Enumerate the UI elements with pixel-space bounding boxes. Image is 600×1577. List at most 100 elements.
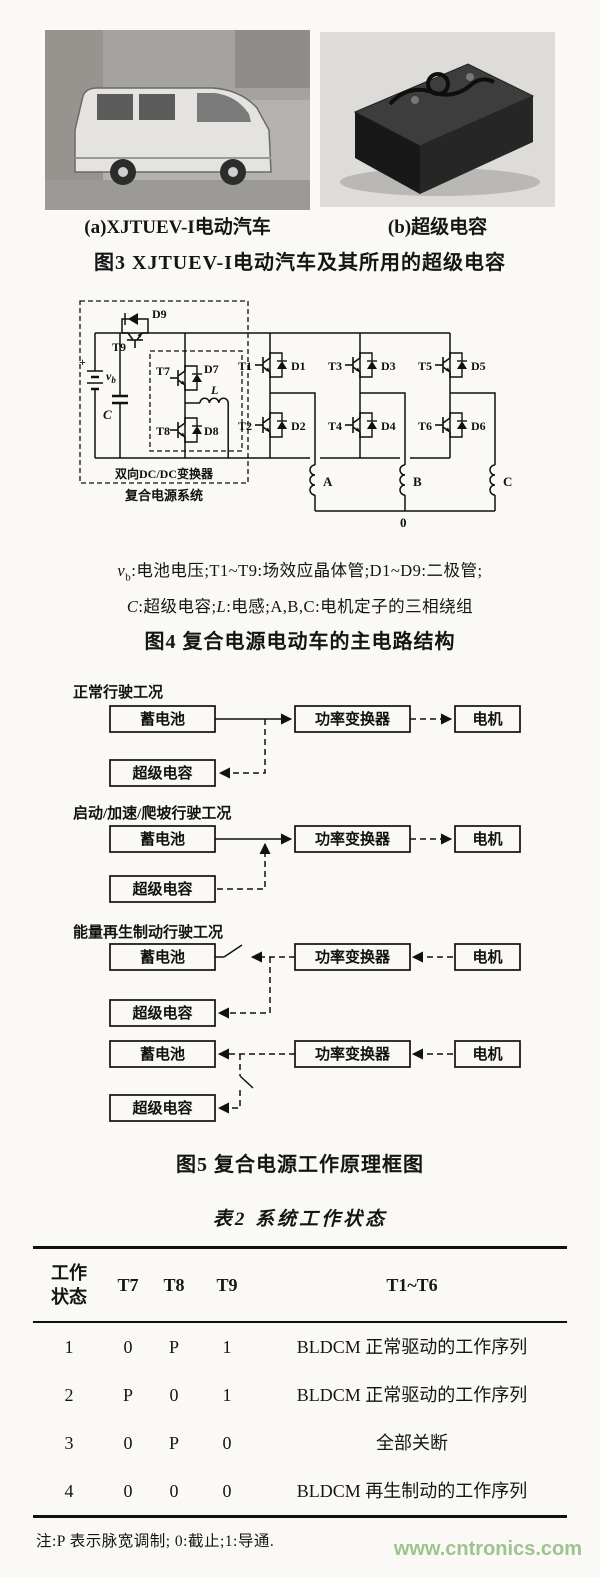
converter-label-2: 功率变换器 xyxy=(315,830,391,848)
table-row: 3 0 P 0 全部关断 xyxy=(64,1433,449,1453)
figure4-legend-line1: vb:电池电压;T1~T9:场效应晶体管;D1~D9:二极管; xyxy=(117,561,483,584)
photo-ev-van xyxy=(45,30,310,210)
battery-label-2: 蓄电池 xyxy=(140,830,185,848)
supercap-box-3a xyxy=(109,999,216,1027)
battery-label-3b: 蓄电池 xyxy=(140,1045,185,1063)
watermark: www.cntronics.com xyxy=(393,1538,582,1560)
label-t2: T2 xyxy=(238,419,252,433)
label-t5: T5 xyxy=(418,359,432,373)
converter-label-3b: 功率变换器 xyxy=(315,1045,391,1063)
label-d2: D2 xyxy=(291,419,306,433)
col-header-t1t6: T1~T6 xyxy=(257,1247,567,1323)
label-phase-c: C xyxy=(503,474,512,489)
arrow-charge-supercap-1 xyxy=(218,719,266,779)
battery-box-2 xyxy=(109,825,216,853)
converter-label-3a: 功率变换器 xyxy=(315,948,391,966)
circuit-wires xyxy=(87,313,496,512)
table-row: 4 0 0 0 BLDCM 再生制动的工作序列 xyxy=(64,1481,528,1501)
label-d8: D8 xyxy=(204,424,219,438)
motor-box-3a xyxy=(454,943,521,971)
supercap-box-2 xyxy=(109,875,216,903)
open-switch-battery-3a xyxy=(215,944,243,958)
circuit-svg: T9 D9 + vb C T7 D7 L T8 D8 双向DC/DC变换器 复合… xyxy=(79,300,512,530)
supercap-box-1 xyxy=(109,759,216,787)
label-t8: T8 xyxy=(156,424,170,438)
table-row: 2 P 0 1 BLDCM 正常驱动的工作序列 xyxy=(64,1385,528,1405)
figure4-caption: 图4 复合电源电动车的主电路结构 xyxy=(144,631,456,653)
label-l: L xyxy=(210,383,218,397)
label-t1: T1 xyxy=(238,359,252,373)
label-c: C xyxy=(103,407,112,422)
motor-box-1 xyxy=(454,705,521,733)
label-t7: T7 xyxy=(156,364,170,378)
supercap-label-1: 超级电容 xyxy=(131,764,192,782)
photo-supercapacitor-image xyxy=(320,32,555,207)
figure3-caption: 图3 XJTUEV-I电动汽车及其所用的超级电容 xyxy=(94,252,506,274)
col-header-t9: T9 xyxy=(197,1247,257,1323)
label-d9: D9 xyxy=(152,307,167,321)
label-t9: T9 xyxy=(112,340,126,354)
supercap-label-2: 超级电容 xyxy=(131,880,192,898)
motor-box-2 xyxy=(454,825,521,853)
converter-box-2 xyxy=(294,825,411,853)
scenario3-label: 能量再生制动行驶工况 xyxy=(73,923,223,941)
photo-ev-van-image xyxy=(45,30,310,210)
motor-label-1: 电机 xyxy=(472,710,502,728)
label-phase-a: A xyxy=(323,474,333,489)
label-dcdc-converter: 双向DC/DC变换器 xyxy=(115,466,214,481)
label-t3: T3 xyxy=(328,359,342,373)
arrow-supercap-discharge-2 xyxy=(217,842,271,890)
table-row: 1 0 P 1 BLDCM 正常驱动的工作序列 xyxy=(64,1337,528,1357)
photo-supercapacitor xyxy=(320,32,555,207)
label-neutral: 0 xyxy=(400,515,407,530)
col-header-state: 工作 状态 xyxy=(33,1247,105,1323)
open-switch-supercap-3b xyxy=(217,1054,254,1114)
figure4-circuit-diagram: T9 D9 + vb C T7 D7 L T8 D8 双向DC/DC变换器 复合… xyxy=(70,293,530,538)
arrow-regen-to-supercap-3a xyxy=(217,957,271,1019)
label-d3: D3 xyxy=(381,359,396,373)
figure5-block-diagram: 正常行驶工况 蓄电池 功率变换器 电机 超级电容 启动/加速/爬坡行驶工况 蓄电… xyxy=(65,678,535,1133)
motor-label-3b: 电机 xyxy=(472,1045,502,1063)
photo-a-caption: (a)XJTUEV-I电动汽车 xyxy=(84,217,271,238)
battery-box-3a xyxy=(109,943,216,971)
hybrid-source-dashed-boxes xyxy=(79,300,249,484)
table2: 工作 状态 T7 T8 T9 T1~T6 1 0 P 1 BLDCM 正常驱动的… xyxy=(33,1246,567,1518)
motor-label-3a: 电机 xyxy=(472,948,502,966)
figure4-legend-line2: C:超级电容;L:电感;A,B,C:电机定子的三相绕组 xyxy=(126,597,474,617)
supercap-box-shape xyxy=(353,63,535,194)
label-d6: D6 xyxy=(471,419,486,433)
converter-box-3b xyxy=(294,1040,411,1068)
label-d5: D5 xyxy=(471,359,486,373)
col-header-t7: T7 xyxy=(105,1247,151,1323)
scenario2-label: 启动/加速/爬坡行驶工况 xyxy=(73,804,231,822)
figure5-caption: 图5 复合电源工作原理框图 xyxy=(176,1154,424,1176)
label-d4: D4 xyxy=(381,419,396,433)
battery-box-3b xyxy=(109,1040,216,1068)
block-diagram-svg: 正常行驶工况 蓄电池 功率变换器 电机 超级电容 启动/加速/爬坡行驶工况 蓄电… xyxy=(73,683,521,1122)
table2-title: 表2 系统工作状态 xyxy=(212,1209,388,1230)
col-header-t8: T8 xyxy=(151,1247,197,1323)
scenario1-label: 正常行驶工况 xyxy=(73,683,163,701)
label-d1: D1 xyxy=(291,359,306,373)
battery-box-1 xyxy=(109,705,216,733)
label-hybrid-power-system: 复合电源系统 xyxy=(124,488,203,503)
van-shape xyxy=(74,87,272,185)
battery-label-3a: 蓄电池 xyxy=(140,948,185,966)
converter-box-1 xyxy=(294,705,411,733)
battery-label-1: 蓄电池 xyxy=(140,710,185,728)
label-t6: T6 xyxy=(418,419,432,433)
table2-header-row: 工作 状态 T7 T8 T9 T1~T6 xyxy=(33,1247,567,1323)
supercap-label-3b: 超级电容 xyxy=(131,1099,192,1117)
label-vb: vb xyxy=(106,369,116,385)
figure4-legend: vb:电池电压;T1~T9:场效应晶体管;D1~D9:二极管; C:超级电容;L… xyxy=(0,556,600,621)
photo-b-caption: (b)超级电容 xyxy=(387,217,488,238)
label-t4: T4 xyxy=(328,419,342,433)
label-plus: + xyxy=(79,355,86,369)
supercap-label-3a: 超级电容 xyxy=(131,1004,192,1022)
table2-note: 注:P 表示脉宽调制; 0:截止;1:导通. xyxy=(36,1533,275,1550)
converter-label-1: 功率变换器 xyxy=(315,710,391,728)
label-d7: D7 xyxy=(204,362,219,376)
motor-box-3b xyxy=(454,1040,521,1068)
motor-label-2: 电机 xyxy=(472,830,502,848)
